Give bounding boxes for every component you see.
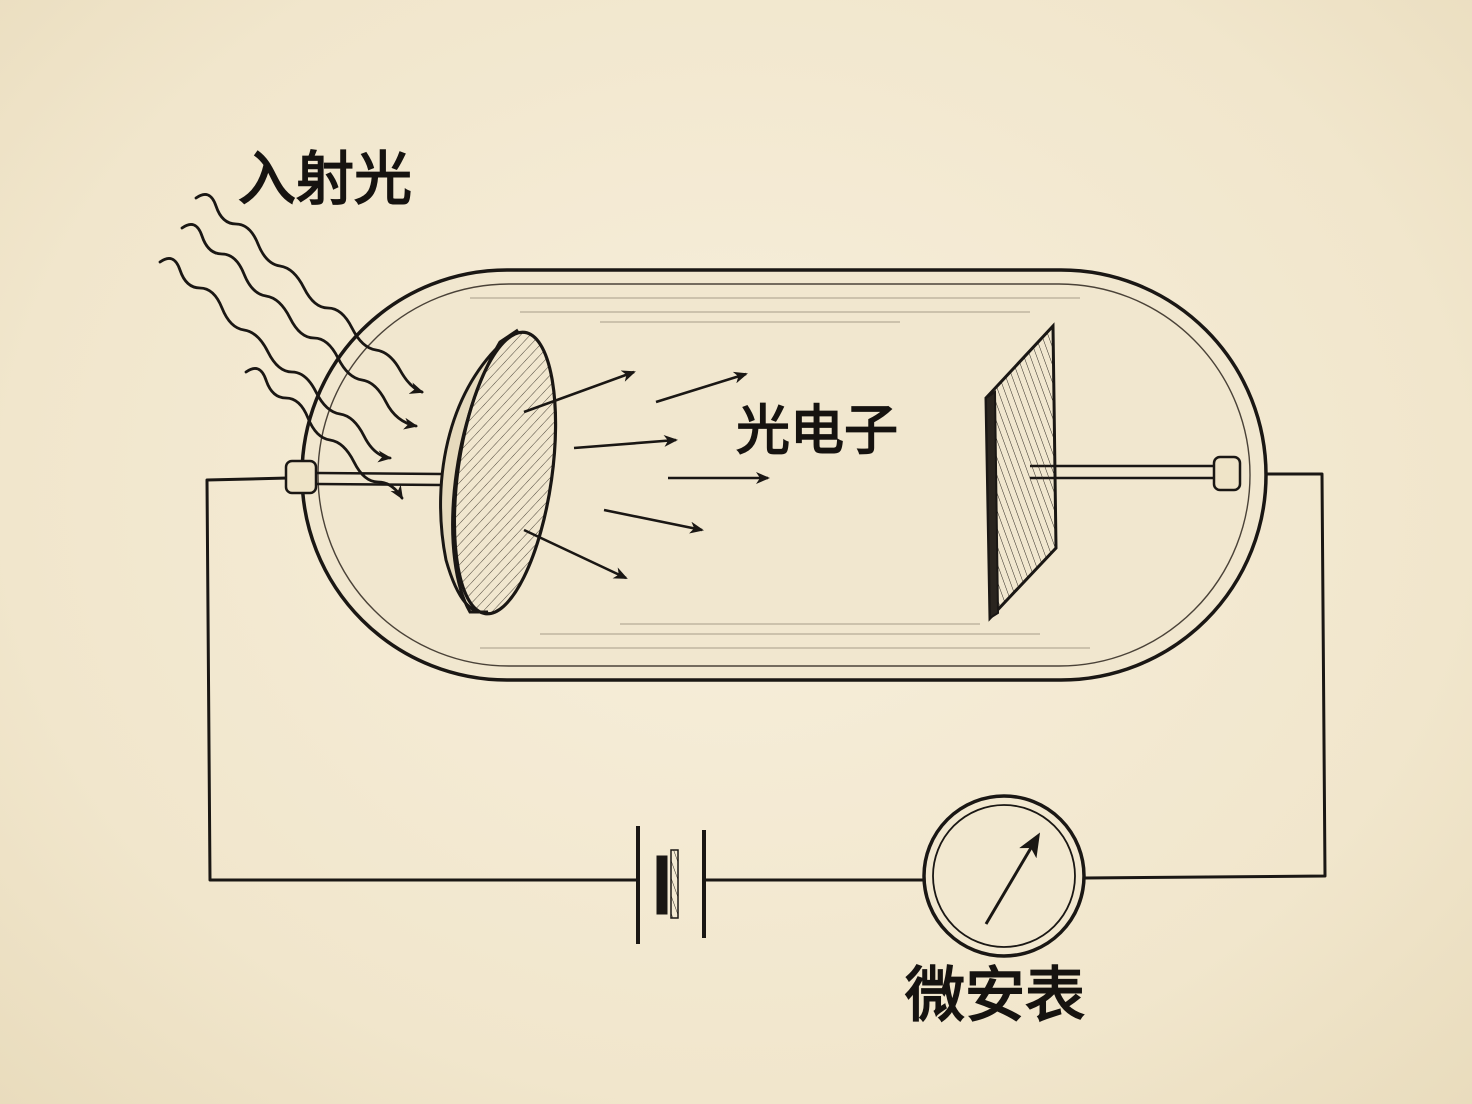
cathode-lead bbox=[284, 459, 443, 495]
battery bbox=[636, 826, 706, 944]
cathode-plate bbox=[439, 328, 558, 616]
meter-needle bbox=[984, 832, 1041, 925]
electron-arrow bbox=[603, 508, 704, 534]
electron-arrow bbox=[655, 371, 748, 404]
electron-arrow bbox=[573, 434, 678, 450]
anode-plate bbox=[984, 322, 1058, 622]
anode-lead bbox=[1030, 455, 1242, 492]
photoelectron-arrows bbox=[523, 370, 770, 580]
microammeter-icon bbox=[922, 794, 1086, 958]
circuit-wire bbox=[205, 472, 1327, 882]
incident-light-label: 入射光 bbox=[238, 145, 413, 213]
microammeter-label: 微安表 bbox=[905, 961, 1085, 1031]
incident-light-waves bbox=[158, 193, 424, 500]
photoelectrons-label: 光电子 bbox=[736, 399, 898, 462]
electron-arrow bbox=[523, 370, 636, 414]
electron-arrow bbox=[523, 528, 628, 580]
